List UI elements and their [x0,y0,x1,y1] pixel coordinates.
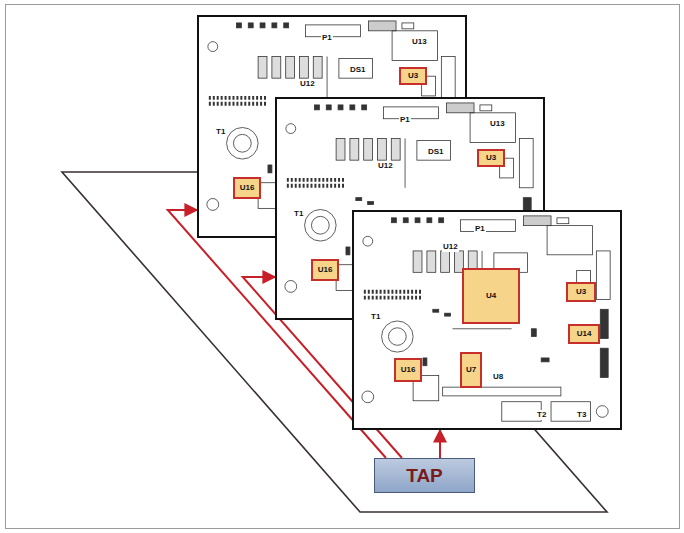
part-label: U8 [492,372,504,382]
part-label: U12 [377,161,394,171]
signal-arrow [439,430,441,458]
part-label: U12 [299,79,316,89]
tap-label: TAP [406,465,443,487]
highlighted-part: U16 [394,358,422,382]
part-label: U13 [411,37,428,47]
part-label: DS1 [349,65,367,75]
part-label: T1 [370,312,381,322]
highlighted-part: U3 [477,149,505,167]
part-label: U13 [489,119,506,129]
part-label: U12 [442,242,459,252]
highlighted-part: U3 [566,282,596,302]
highlighted-part: U7 [460,352,482,388]
part-label: T1 [293,209,304,219]
highlighted-part: U4 [462,268,520,324]
tap-box: TAP [374,458,475,493]
highlighted-part: U16 [311,259,339,281]
highlighted-part: U3 [399,67,427,85]
pcb-artwork [362,216,610,421]
highlighted-part: U16 [233,177,261,199]
part-label: T1 [215,127,226,137]
highlighted-part: U14 [568,324,600,344]
part-label: P1 [321,33,333,43]
part-label: P1 [399,115,411,125]
part-label: T3 [576,410,587,420]
part-label: P1 [474,224,486,234]
part-label: DS1 [427,147,445,157]
frame [6,5,680,529]
part-label: T2 [536,410,547,420]
circuit-board: P1U12U4 U3U14U16 U7U8 T1T2 T3 [352,210,622,430]
